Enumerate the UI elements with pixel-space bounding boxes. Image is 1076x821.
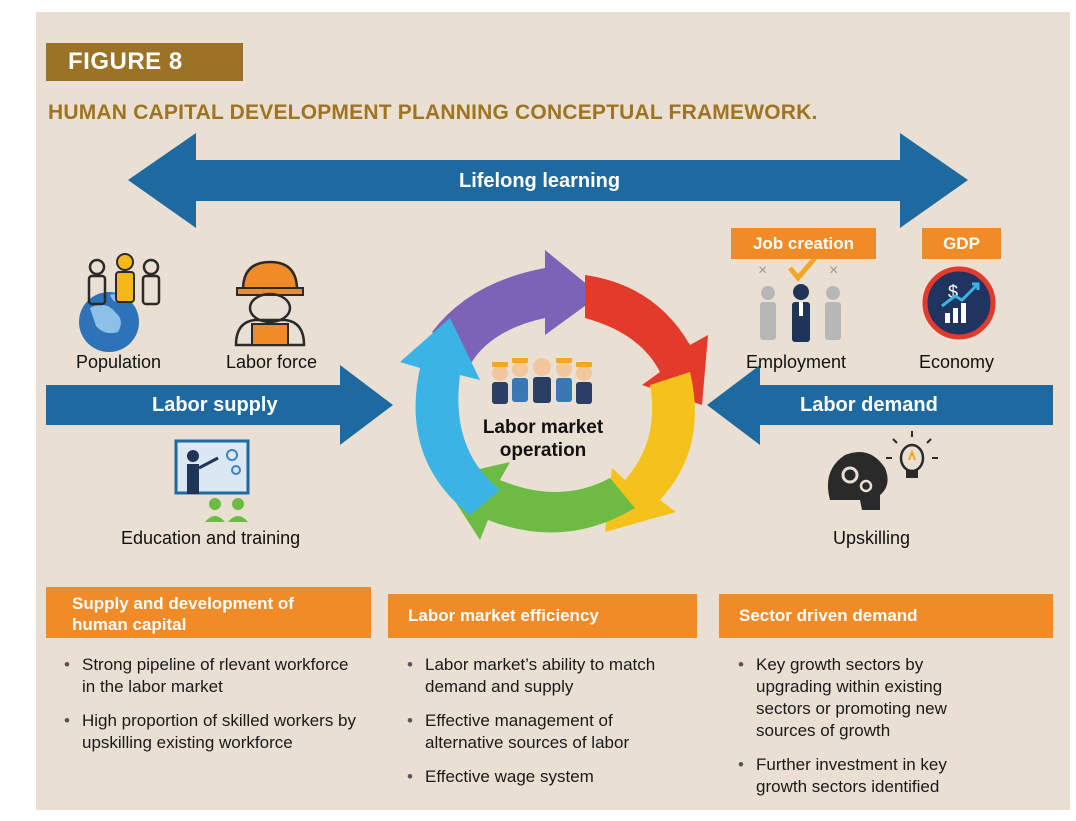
bullet: Effective wage system <box>403 766 693 788</box>
labor-demand-arrow <box>707 365 1053 445</box>
figure-label: FIGURE 8 <box>46 43 243 81</box>
job-creation-tag: Job creation <box>731 228 876 259</box>
workers-icon <box>492 358 592 404</box>
svg-text:×: × <box>758 262 767 279</box>
bullet: Key growth sectors by upgrading within e… <box>734 654 974 742</box>
figure-title: HUMAN CAPITAL DEVELOPMENT PLANNING CONCE… <box>48 101 818 124</box>
svg-text:$: $ <box>948 282 958 302</box>
svg-text:×: × <box>829 262 838 279</box>
labor-force-label: Labor force <box>226 352 318 372</box>
labor-supply-arrow <box>46 365 393 445</box>
upskilling-icon <box>827 431 938 510</box>
bullet: Labor market’s ability to match demand a… <box>403 654 693 698</box>
center-label-line1: Labor market <box>482 417 604 438</box>
labor-force-icon <box>234 260 306 347</box>
supply-heading-line1: Supply and development of <box>72 594 294 613</box>
efficiency-heading: Labor market efficiency <box>388 594 697 638</box>
economy-label: Economy <box>919 352 995 372</box>
population-label: Population <box>76 352 162 372</box>
efficiency-bullets: Labor market’s ability to match demand a… <box>403 654 693 800</box>
cycle-diagram <box>400 250 708 540</box>
bullet: High proportion of skilled workers by up… <box>60 710 360 754</box>
lifelong-learning-label: Lifelong learning <box>459 170 621 192</box>
cycle-arrow-cyan <box>400 318 500 515</box>
upskilling-label: Upskilling <box>833 528 911 548</box>
cycle-arrow-red <box>585 275 708 405</box>
center-label-line2: operation <box>499 440 587 461</box>
sector-bullets: Key growth sectors by upgrading within e… <box>734 654 974 810</box>
employment-icon: × × <box>758 256 841 342</box>
cycle-arrow-purple <box>432 250 600 365</box>
bullet: Effective management of alternative sour… <box>403 710 693 754</box>
lifelong-learning-arrow <box>128 133 968 228</box>
bullet: Strong pipeline of rlevant workforce in … <box>60 654 360 698</box>
gdp-tag: GDP <box>922 228 1001 259</box>
cycle-arrow-yellow <box>605 372 695 532</box>
labor-supply-label: Labor supply <box>152 394 278 416</box>
supply-heading: Supply and development of human capital <box>46 587 371 638</box>
bullet: Further investment in key growth sectors… <box>734 754 974 798</box>
economy-icon: $ <box>922 266 996 340</box>
employment-label: Employment <box>746 352 847 372</box>
supply-heading-line2: human capital <box>72 615 187 634</box>
labor-market-operation-label: Labor market operation <box>468 416 618 462</box>
population-icon <box>79 253 161 352</box>
supply-bullets: Strong pipeline of rlevant workforce in … <box>60 654 360 766</box>
sector-heading: Sector driven demand <box>719 594 1053 638</box>
education-label: Education and training <box>121 528 301 548</box>
labor-demand-label: Labor demand <box>800 394 938 416</box>
education-icon <box>174 439 250 522</box>
